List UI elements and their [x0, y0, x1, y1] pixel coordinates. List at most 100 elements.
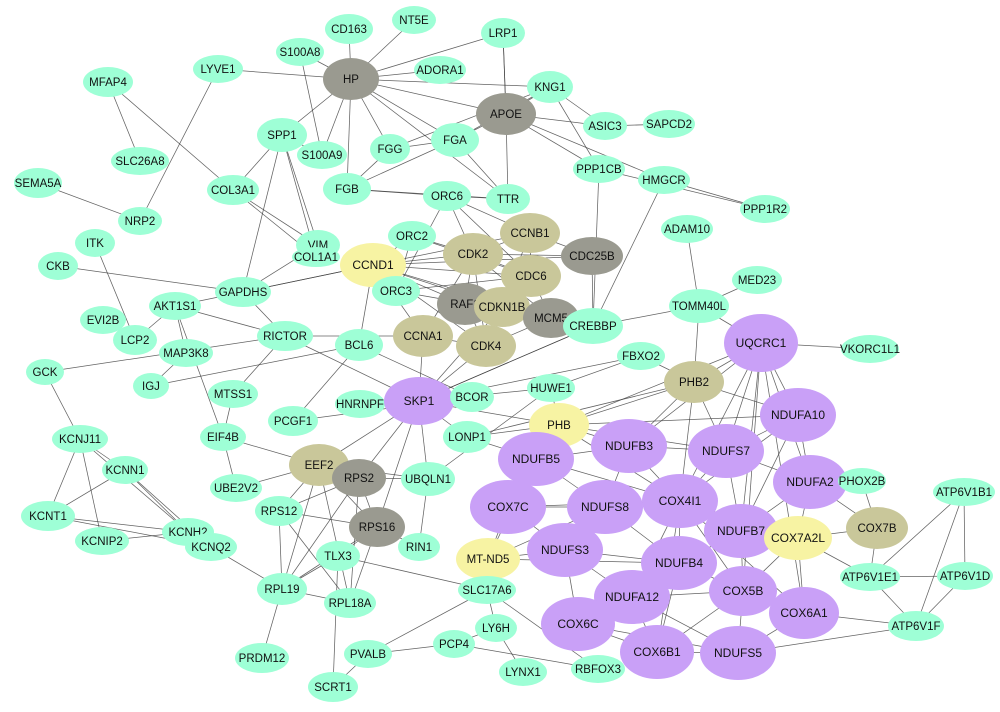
node-ndufa12[interactable]: NDUFA12: [594, 570, 670, 624]
node-asic3[interactable]: ASIC3: [583, 112, 627, 140]
node-atp6v1f[interactable]: ATP6V1F: [888, 611, 944, 641]
node-tlx3[interactable]: TLX3: [316, 541, 360, 571]
node-ndufa10[interactable]: NDUFA10: [760, 388, 836, 442]
node-rps2[interactable]: RPS2: [332, 459, 386, 497]
node-rps12[interactable]: RPS12: [255, 496, 303, 526]
node-cdk2[interactable]: CDK2: [443, 233, 503, 275]
node-fgg[interactable]: FGG: [370, 134, 410, 164]
node-eif4b[interactable]: EIF4B: [200, 423, 246, 451]
node-prdm12[interactable]: PRDM12: [235, 643, 289, 673]
node-rictor[interactable]: RICTOR: [257, 321, 313, 351]
node-fga[interactable]: FGA: [431, 123, 479, 157]
node-evi2b[interactable]: EVI2B: [80, 306, 126, 334]
node-lcp2[interactable]: LCP2: [113, 325, 157, 355]
node-gapdhs[interactable]: GAPDHS: [215, 277, 271, 307]
node-hp[interactable]: HP: [323, 58, 379, 100]
node-orc6[interactable]: ORC6: [423, 181, 471, 211]
node-kcnip2[interactable]: KCNIP2: [75, 527, 129, 555]
node-ube2v2[interactable]: UBE2V2: [210, 474, 262, 502]
node-ccna1[interactable]: CCNA1: [393, 315, 453, 357]
node-kcnj11[interactable]: KCNJ11: [52, 425, 108, 453]
node-slc26a8[interactable]: SLC26A8: [111, 147, 169, 175]
node-mt-nd5[interactable]: MT-ND5: [456, 538, 520, 580]
node-phox2b[interactable]: PHOX2B: [838, 468, 886, 494]
node-cox6b1[interactable]: COX6B1: [620, 625, 694, 679]
node-ndufb3[interactable]: NDUFB3: [591, 419, 667, 473]
node-adora1[interactable]: ADORA1: [414, 56, 466, 84]
node-ndufs7[interactable]: NDUFS7: [688, 424, 764, 478]
node-orc2[interactable]: ORC2: [388, 221, 436, 251]
node-ndufb4[interactable]: NDUFB4: [641, 536, 717, 590]
node-col3a1[interactable]: COL3A1: [207, 175, 259, 205]
node-mfap4[interactable]: MFAP4: [83, 67, 133, 97]
node-rpl19[interactable]: RPL19: [257, 573, 307, 605]
node-orc3[interactable]: ORC3: [372, 276, 420, 306]
node-itk[interactable]: ITK: [75, 229, 115, 257]
node-ccnd1[interactable]: CCND1: [340, 243, 406, 287]
node-cox4i1[interactable]: COX4I1: [642, 474, 718, 528]
node-ndufs3[interactable]: NDUFS3: [527, 523, 603, 577]
node-sema5a[interactable]: SEMA5A: [14, 168, 62, 198]
node-cox7b[interactable]: COX7B: [846, 507, 908, 549]
node-bcl6[interactable]: BCL6: [335, 329, 383, 361]
node-cdc6[interactable]: CDC6: [501, 255, 561, 297]
node-bcor[interactable]: BCOR: [450, 382, 494, 412]
node-ndufb7[interactable]: NDUFB7: [704, 504, 778, 558]
node-lyve1[interactable]: LYVE1: [193, 55, 243, 83]
node-pcp4[interactable]: PCP4: [433, 630, 475, 658]
node-ccnb1[interactable]: CCNB1: [500, 213, 560, 253]
node-huwe1[interactable]: HUWE1: [527, 374, 575, 402]
node-tomm40l[interactable]: TOMM40L: [669, 289, 729, 323]
node-cdk4[interactable]: CDK4: [456, 325, 516, 367]
node-ubqln1[interactable]: UBQLN1: [401, 462, 455, 496]
node-nt5e[interactable]: NT5E: [392, 6, 436, 34]
node-fgb[interactable]: FGB: [323, 173, 371, 205]
node-igj[interactable]: IGJ: [133, 373, 169, 399]
node-lynx1[interactable]: LYNX1: [499, 658, 547, 686]
node-ndufa2[interactable]: NDUFA2: [773, 455, 847, 509]
node-lonp1[interactable]: LONP1: [443, 421, 491, 453]
node-pvalb[interactable]: PVALB: [344, 640, 392, 668]
node-ndufb5[interactable]: NDUFB5: [498, 432, 574, 486]
node-hmgcr[interactable]: HMGCR: [638, 166, 690, 194]
node-ndufs5[interactable]: NDUFS5: [700, 626, 776, 680]
node-kng1[interactable]: KNG1: [527, 71, 573, 103]
node-ndufs8[interactable]: NDUFS8: [567, 480, 643, 534]
node-hnrnpf[interactable]: HNRNPF: [335, 390, 385, 418]
node-rps16[interactable]: RPS16: [349, 507, 405, 547]
node-ppp1r2[interactable]: PPP1R2: [740, 195, 790, 223]
node-atp6v1d[interactable]: ATP6V1D: [937, 562, 993, 590]
node-kcnq2[interactable]: KCNQ2: [185, 533, 237, 561]
node-cox6a1[interactable]: COX6A1: [769, 587, 839, 639]
node-cox5b[interactable]: COX5B: [709, 566, 777, 616]
node-pcgf1[interactable]: PCGF1: [268, 406, 318, 436]
node-crebbp[interactable]: CREBBP: [563, 308, 623, 344]
node-cdkn1b[interactable]: CDKN1B: [474, 287, 530, 327]
node-scrt1[interactable]: SCRT1: [308, 672, 358, 702]
node-phb2[interactable]: PHB2: [664, 361, 724, 403]
node-slc17a6[interactable]: SLC17A6: [458, 576, 516, 604]
node-rin1[interactable]: RIN1: [398, 533, 440, 561]
node-nrp2[interactable]: NRP2: [118, 207, 162, 235]
node-spp1[interactable]: SPP1: [257, 118, 307, 152]
node-skp1[interactable]: SKP1: [384, 377, 454, 425]
node-adam10[interactable]: ADAM10: [661, 215, 713, 243]
node-col1a1[interactable]: COL1A1: [292, 247, 340, 267]
node-mtss1[interactable]: MTSS1: [208, 380, 258, 408]
node-s100a8[interactable]: S100A8: [276, 38, 324, 66]
node-rbfox3[interactable]: RBFOX3: [571, 655, 625, 683]
node-ttr[interactable]: TTR: [486, 184, 530, 214]
node-s100a9[interactable]: S100A9: [297, 141, 347, 169]
node-cox7a2l[interactable]: COX7A2L: [764, 516, 832, 560]
node-med23[interactable]: MED23: [732, 266, 782, 294]
node-cd163[interactable]: CD163: [325, 14, 373, 44]
node-uqcrc1[interactable]: UQCRC1: [724, 314, 798, 372]
node-atp6v1b1[interactable]: ATP6V1B1: [933, 478, 995, 506]
node-kcnn1[interactable]: KCNN1: [102, 456, 148, 484]
node-cox6c[interactable]: COX6C: [541, 597, 615, 651]
node-ly6h[interactable]: LY6H: [475, 614, 517, 642]
node-lrp1[interactable]: LRP1: [481, 18, 525, 48]
node-fbxo2[interactable]: FBXO2: [617, 342, 665, 370]
node-ppp1cb[interactable]: PPP1CB: [573, 155, 625, 183]
node-sapcd2[interactable]: SAPCD2: [643, 110, 695, 138]
